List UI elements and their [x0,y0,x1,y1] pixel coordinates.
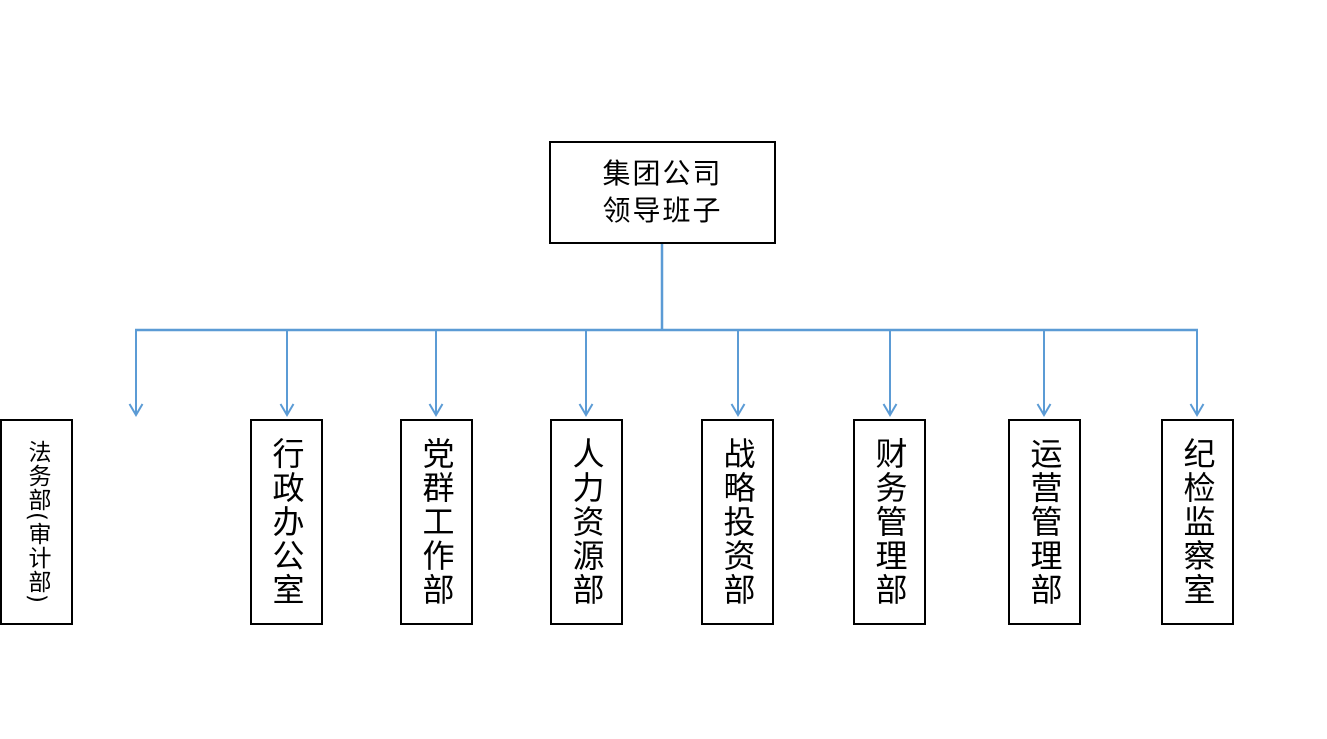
org-node-label: 纪检监察室 [1178,437,1217,607]
org-node-root-label: 集团公司 领导班子 [602,156,723,227]
org-node-root: 集团公司 领导班子 [549,141,776,244]
org-node-discipline-inspection-office: 纪检监察室 [1161,419,1234,625]
org-node-label: 战略投资部 [718,437,757,607]
org-node-admin-office: 行政办公室 [250,419,323,625]
org-node-label: 财务管理部 [870,437,909,607]
org-node-hr-dept: 人力资源部 [550,419,623,625]
org-node-label: 党群工作部 [417,437,456,607]
org-node-party-masses-dept: 党群工作部 [400,419,473,625]
org-node-strategic-investment-dept: 战略投资部 [701,419,774,625]
org-node-label: 运营管理部 [1025,437,1064,607]
org-node-label: 法务部(审计部) [24,440,50,604]
org-node-legal-audit-dept: 法务部(审计部) [0,419,73,625]
org-node-operations-dept: 运营管理部 [1008,419,1081,625]
org-node-label: 人力资源部 [567,437,606,607]
org-node-finance-dept: 财务管理部 [853,419,926,625]
org-node-label: 行政办公室 [267,437,306,607]
